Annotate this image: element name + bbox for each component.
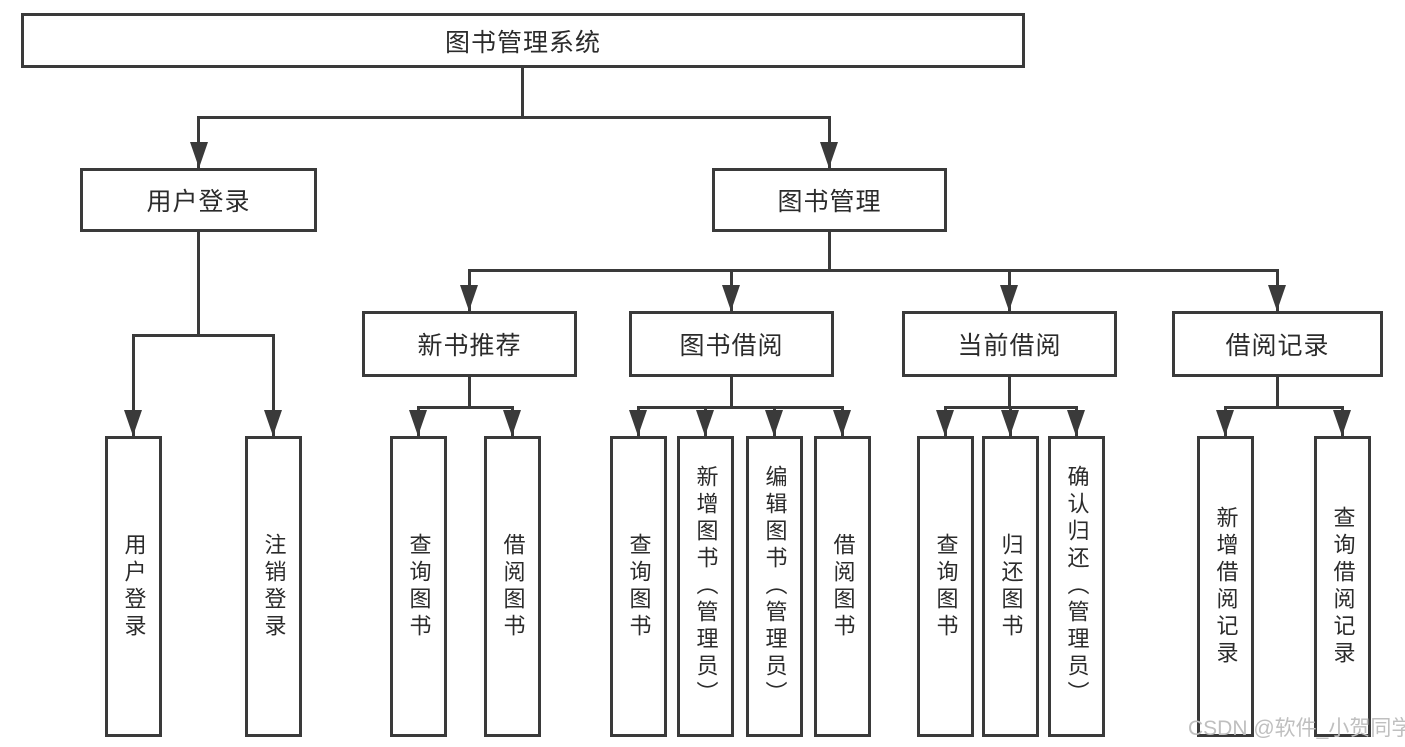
arrow-down-icon bbox=[503, 410, 521, 436]
leaf-query-borrow-record: 查询借阅记录 bbox=[1314, 436, 1371, 737]
node-borrow-records: 借阅记录 bbox=[1172, 311, 1383, 377]
leaf-query-books-current: 查询图书 bbox=[917, 436, 974, 737]
arrow-down-icon bbox=[1216, 410, 1234, 436]
leaf-user-login: 用户登录 bbox=[105, 436, 162, 737]
csdn-watermark: CSDN @软件_小贺同学 bbox=[1188, 717, 1405, 740]
edge-line bbox=[132, 334, 135, 436]
arrow-down-icon bbox=[409, 410, 427, 436]
edge-line bbox=[521, 68, 524, 118]
edge-line bbox=[132, 334, 275, 337]
edge-line bbox=[272, 334, 275, 436]
arrow-down-icon bbox=[460, 285, 478, 311]
edge-line bbox=[730, 377, 733, 408]
leaf-logout: 注销登录 bbox=[245, 436, 302, 737]
arrow-down-icon bbox=[124, 410, 142, 436]
leaf-query-books-borrow: 查询图书 bbox=[610, 436, 667, 737]
arrow-down-icon bbox=[833, 410, 851, 436]
node-root: 图书管理系统 bbox=[21, 13, 1025, 68]
leaf-borrow-book: 借阅图书 bbox=[814, 436, 871, 737]
arrow-down-icon bbox=[190, 142, 208, 168]
edge-line bbox=[468, 377, 471, 408]
arrow-down-icon bbox=[1067, 410, 1085, 436]
edge-line bbox=[1224, 406, 1344, 409]
arrow-down-icon bbox=[1268, 285, 1286, 311]
node-book-management: 图书管理 bbox=[712, 168, 947, 232]
edge-line bbox=[1276, 377, 1279, 408]
node-user-login: 用户登录 bbox=[80, 168, 317, 232]
edge-line bbox=[197, 232, 200, 336]
arrow-down-icon bbox=[1333, 410, 1351, 436]
arrow-down-icon bbox=[765, 410, 783, 436]
leaf-add-book-admin: 新增图书（管理员） bbox=[677, 436, 734, 737]
leaf-return-book: 归还图书 bbox=[982, 436, 1039, 737]
arrow-down-icon bbox=[264, 410, 282, 436]
edge-line bbox=[197, 116, 831, 119]
arrow-down-icon bbox=[696, 410, 714, 436]
arrow-down-icon bbox=[722, 285, 740, 311]
node-new-book-recommend: 新书推荐 bbox=[362, 311, 577, 377]
arrow-down-icon bbox=[629, 410, 647, 436]
arrow-down-icon bbox=[1000, 285, 1018, 311]
leaf-borrow-book-recommend: 借阅图书 bbox=[484, 436, 541, 737]
leaf-confirm-return-admin: 确认归还（管理员） bbox=[1048, 436, 1105, 737]
arrow-down-icon bbox=[936, 410, 954, 436]
edge-line bbox=[1008, 377, 1011, 408]
edge-line bbox=[637, 406, 844, 409]
edge-line bbox=[828, 232, 831, 272]
node-book-borrow: 图书借阅 bbox=[629, 311, 834, 377]
arrow-down-icon bbox=[1001, 410, 1019, 436]
leaf-edit-book-admin: 编辑图书（管理员） bbox=[746, 436, 803, 737]
arrow-down-icon bbox=[820, 142, 838, 168]
leaf-add-borrow-record: 新增借阅记录 bbox=[1197, 436, 1254, 737]
leaf-query-books-recommend: 查询图书 bbox=[390, 436, 447, 737]
edge-line bbox=[468, 269, 1279, 272]
node-current-borrow: 当前借阅 bbox=[902, 311, 1117, 377]
edge-line bbox=[417, 406, 514, 409]
